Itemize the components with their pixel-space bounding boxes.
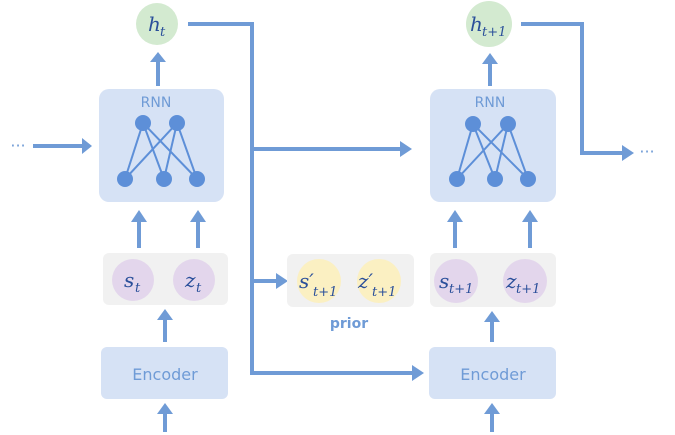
arrow-input-to-encoder-right xyxy=(484,403,500,432)
encoder-label-left: Encoder xyxy=(132,365,198,384)
rnn-nodes-right xyxy=(449,116,536,187)
connector-arrowheads xyxy=(276,141,424,381)
encoder-label-right: Encoder xyxy=(460,365,526,384)
state-s-left-sub: t xyxy=(135,281,141,296)
arrow-rnn-to-hidden-left xyxy=(150,52,166,86)
prior-s-base: s′ xyxy=(299,269,314,293)
connector-from-hidden-left xyxy=(188,22,412,375)
state-z-right-sub: t+1 xyxy=(516,282,540,297)
hidden-left-base: h xyxy=(148,12,161,36)
arrows-states-to-rnn-right xyxy=(447,210,538,248)
rnn-connections-right xyxy=(456,123,529,180)
arrow-input-to-rnn-left xyxy=(33,138,92,154)
connector-from-hidden-right xyxy=(521,22,634,161)
prior-z-base: z′ xyxy=(357,269,374,293)
state-z-right-base: z xyxy=(505,269,517,293)
arrow-rnn-to-hidden-right xyxy=(482,53,498,86)
encoder-left: Encoder xyxy=(101,347,228,399)
prior-panel: s′ t+1 z′ t+1 xyxy=(287,254,414,307)
state-z-left-sub: t xyxy=(196,281,202,296)
state-s-right-sub: t+1 xyxy=(449,282,473,297)
prior-s-sub: t+1 xyxy=(313,285,337,300)
output-ellipsis-right: ··· xyxy=(639,142,654,161)
hidden-state-right: h t+1 xyxy=(466,1,512,47)
arrows-states-to-rnn-left xyxy=(131,210,206,248)
rnn-block-left: RNN xyxy=(99,89,224,202)
arrow-encoder-to-latent-right xyxy=(484,311,500,342)
prior-z-sub: t+1 xyxy=(372,285,396,300)
state-s-right-base: s xyxy=(439,269,449,293)
input-ellipsis-left: ··· xyxy=(10,136,25,155)
arrow-input-to-encoder-left xyxy=(157,403,173,432)
state-s-left-base: s xyxy=(124,268,134,292)
hidden-state-left: h t xyxy=(136,3,178,45)
hidden-right-base: h xyxy=(470,12,483,36)
arrow-encoder-to-latent-left xyxy=(157,309,173,342)
latent-panel-left: s t z t xyxy=(103,253,228,305)
prior-label: prior xyxy=(330,316,368,332)
rnn-label-right: RNN xyxy=(475,95,506,111)
latent-panel-right: s t+1 z t+1 xyxy=(430,253,556,307)
state-z-left-base: z xyxy=(184,268,196,292)
hidden-left-sub: t xyxy=(160,25,166,40)
rnn-nodes-left xyxy=(117,115,205,187)
encoder-right: Encoder xyxy=(429,347,556,399)
rnn-label-left: RNN xyxy=(141,95,172,111)
rnn-connections-left xyxy=(124,122,198,180)
rnn-block-right: RNN xyxy=(430,89,556,202)
hidden-right-sub: t+1 xyxy=(482,25,506,40)
